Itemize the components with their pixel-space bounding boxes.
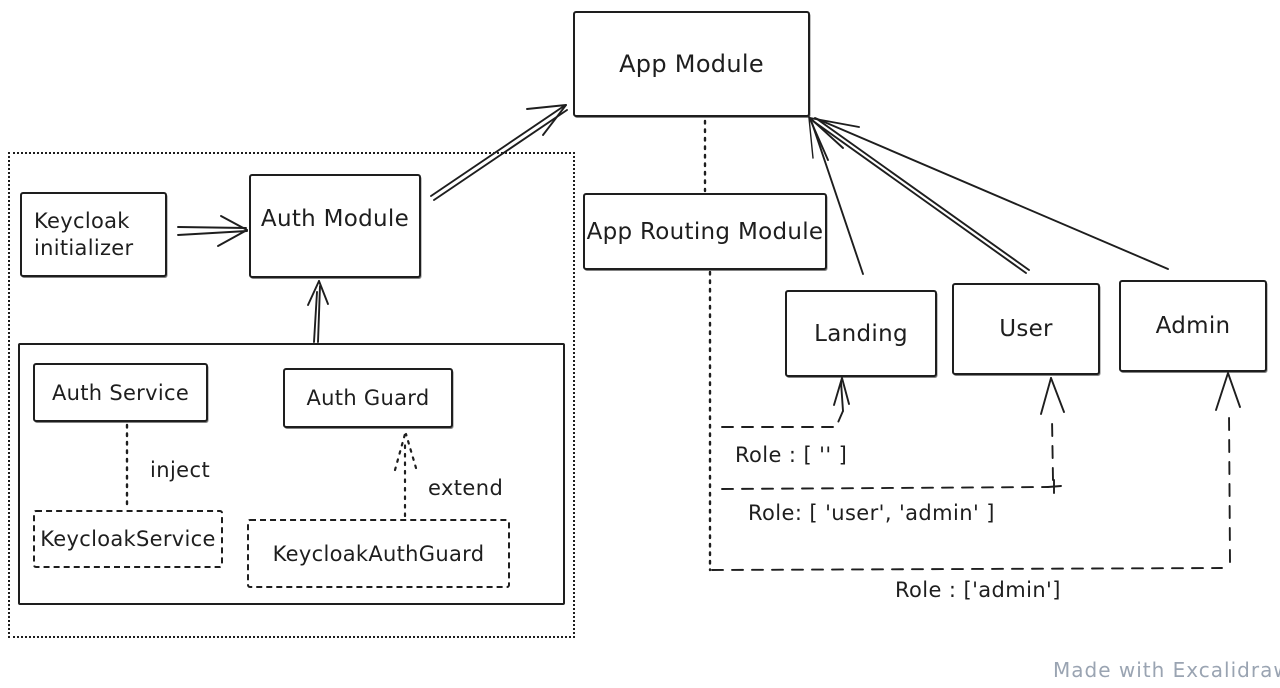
arrowhead-cluster-app-module xyxy=(807,107,860,161)
app-routing-module-box: App Routing Module xyxy=(583,193,827,270)
auth-module-box: Auth Module xyxy=(249,174,421,278)
connector-role-user xyxy=(721,377,1065,494)
auth-feature-container xyxy=(8,152,575,638)
landing-box: Landing xyxy=(785,290,937,377)
app-routing-module-label: App Routing Module xyxy=(586,218,824,245)
keycloak-auth-guard-box: KeycloakAuthGuard xyxy=(247,519,510,588)
auth-components-container xyxy=(18,343,565,605)
extend-label: extend xyxy=(428,476,504,500)
auth-guard-box: Auth Guard xyxy=(283,368,453,428)
auth-service-box: Auth Service xyxy=(33,363,208,422)
user-label: User xyxy=(999,316,1053,342)
keycloak-initializer-label: Keycloak initializer xyxy=(34,209,134,260)
app-module-box: App Module xyxy=(573,11,810,117)
excalidraw-watermark: Made with Excalidraw xyxy=(1053,658,1280,682)
connector-role-landing xyxy=(721,377,850,428)
landing-label: Landing xyxy=(814,320,908,347)
keycloak-service-box: KeycloakService xyxy=(33,510,223,568)
keycloak-auth-guard-label: KeycloakAuthGuard xyxy=(272,541,485,566)
connector-role-admin xyxy=(711,372,1241,571)
auth-module-label: Auth Module xyxy=(260,206,410,232)
inject-label: inject xyxy=(150,458,211,482)
keycloak-initializer-box: Keycloak initializer xyxy=(20,192,167,277)
app-module-label: App Module xyxy=(619,50,764,78)
user-box: User xyxy=(952,283,1100,375)
auth-service-label: Auth Service xyxy=(51,380,190,405)
admin-box: Admin xyxy=(1119,280,1267,372)
admin-label: Admin xyxy=(1155,313,1231,339)
role-admin-label: Role : ['admin'] xyxy=(895,578,1061,602)
auth-guard-label: Auth Guard xyxy=(306,386,430,410)
arrow-admin-to-app-module xyxy=(814,117,1169,270)
keycloak-service-label: KeycloakService xyxy=(40,527,216,551)
arrow-user-to-app-module xyxy=(812,118,1030,274)
role-landing-label: Role : [ '' ] xyxy=(735,443,848,467)
role-user-label: Role: [ 'user', 'admin' ] xyxy=(748,501,995,525)
